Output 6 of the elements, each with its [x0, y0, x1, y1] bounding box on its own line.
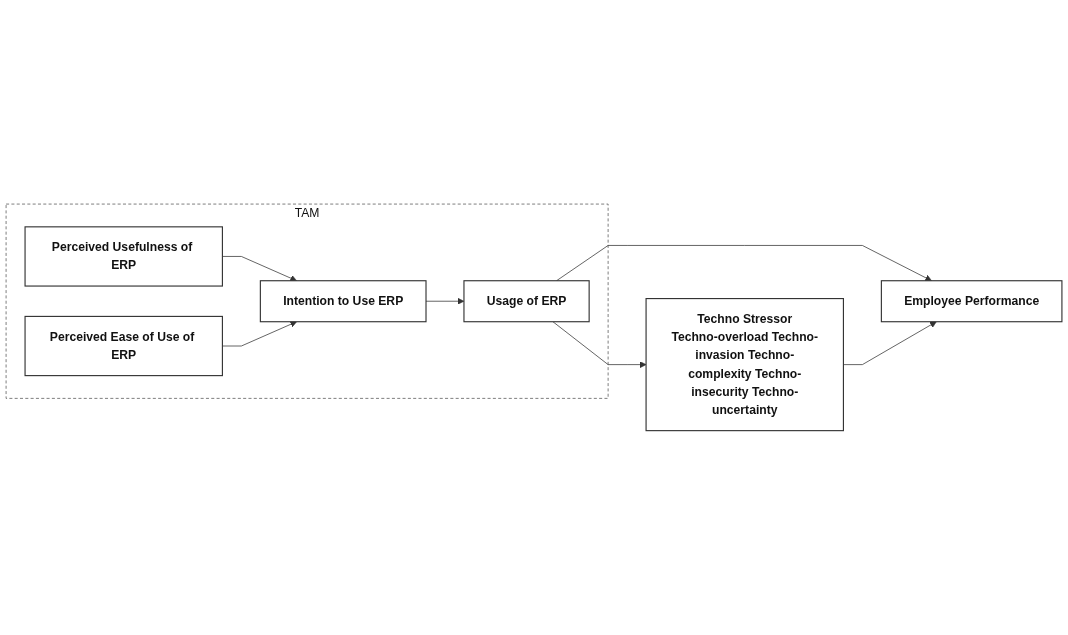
node-box: Perceived Ease of Use of ERP	[24, 316, 223, 377]
node-box: Techno Stressor Techno-overload Techno-invasion Techno-complexity Techno-insecurity Techno-uncertainty	[645, 298, 844, 432]
node-box: Intention to Use ERP	[259, 280, 427, 323]
node-box: Employee Performance	[880, 280, 1063, 323]
node-box: Usage of ERP	[463, 280, 590, 323]
node-box: Perceived Usefulness of ERP	[24, 226, 223, 287]
